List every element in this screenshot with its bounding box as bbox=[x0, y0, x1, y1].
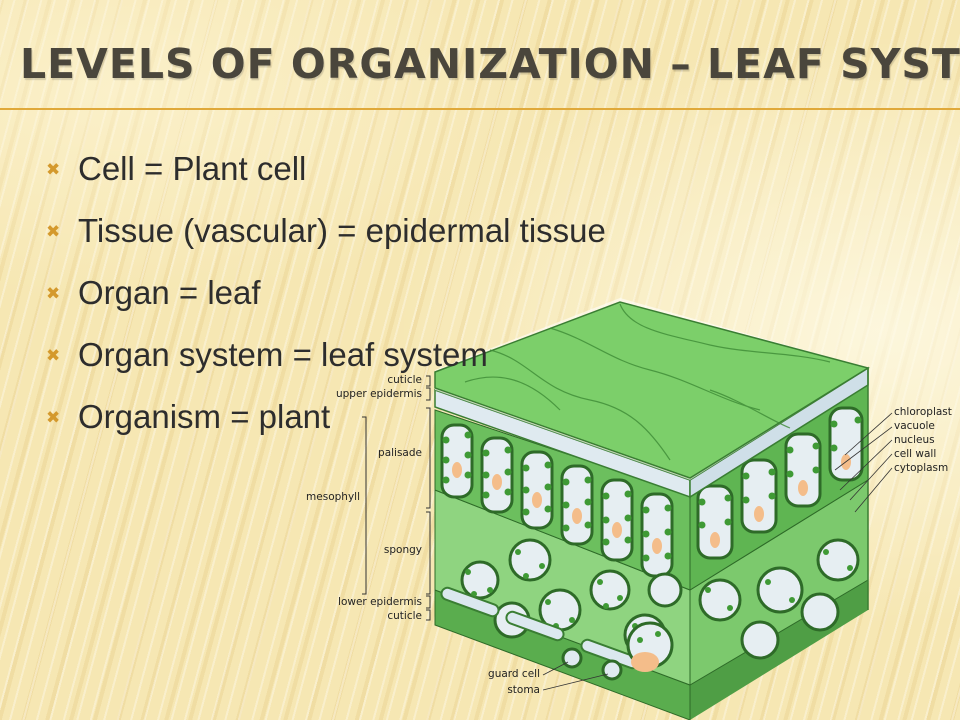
palisade-label: palisade bbox=[378, 447, 422, 459]
x-mark-icon: ✖ bbox=[46, 159, 61, 179]
mesophyll-label: mesophyll bbox=[306, 491, 360, 503]
slide-title: LEVELS OF ORGANIZATION – LEAF SYSTEM bbox=[20, 40, 960, 88]
chloroplast-label: chloroplast bbox=[894, 406, 952, 418]
cell-wall-label: cell wall bbox=[894, 448, 937, 460]
bullet-list: ✖ Cell = Plant cell ✖ Tissue (vascular) = … bbox=[46, 138, 606, 448]
x-mark-icon: ✖ bbox=[46, 407, 61, 427]
nucleus-label: nucleus bbox=[894, 434, 935, 446]
upper-epidermis-label: upper epidermis bbox=[335, 388, 422, 400]
bullet-text: Organ = leaf bbox=[78, 274, 261, 311]
cytoplasm-label: cytoplasm bbox=[894, 462, 949, 474]
x-mark-icon: ✖ bbox=[46, 345, 61, 365]
bullet-text: Organ system = leaf system bbox=[78, 336, 488, 373]
bullet-item: ✖ Organ system = leaf system bbox=[46, 324, 606, 386]
bullet-item: ✖ Organism = plant bbox=[46, 386, 606, 448]
x-mark-icon: ✖ bbox=[46, 221, 61, 241]
stoma-label: stoma bbox=[507, 684, 540, 696]
vacuole-label: vacuole bbox=[894, 420, 935, 432]
lower-epidermis-label: lower epidermis bbox=[338, 596, 422, 608]
bullet-text: Tissue (vascular) = epidermal tissue bbox=[78, 212, 606, 249]
leaf-cross-section-diagram: cuticle upper epidermis palisade mesophy… bbox=[290, 290, 960, 720]
leaf-illustration bbox=[362, 298, 893, 720]
cuticle-bottom-label: cuticle bbox=[387, 610, 422, 622]
bullet-text: Cell = Plant cell bbox=[78, 150, 307, 187]
bullet-text: Organism = plant bbox=[78, 398, 331, 435]
cuticle-top-label: cuticle bbox=[387, 374, 422, 386]
spongy-label: spongy bbox=[383, 544, 422, 556]
title-divider bbox=[0, 108, 960, 110]
bullet-item: ✖ Tissue (vascular) = epidermal tissue bbox=[46, 200, 606, 262]
guard-cell-label: guard cell bbox=[488, 668, 540, 680]
x-mark-icon: ✖ bbox=[46, 283, 61, 303]
bullet-item: ✖ Organ = leaf bbox=[46, 262, 606, 324]
bullet-item: ✖ Cell = Plant cell bbox=[46, 138, 606, 200]
